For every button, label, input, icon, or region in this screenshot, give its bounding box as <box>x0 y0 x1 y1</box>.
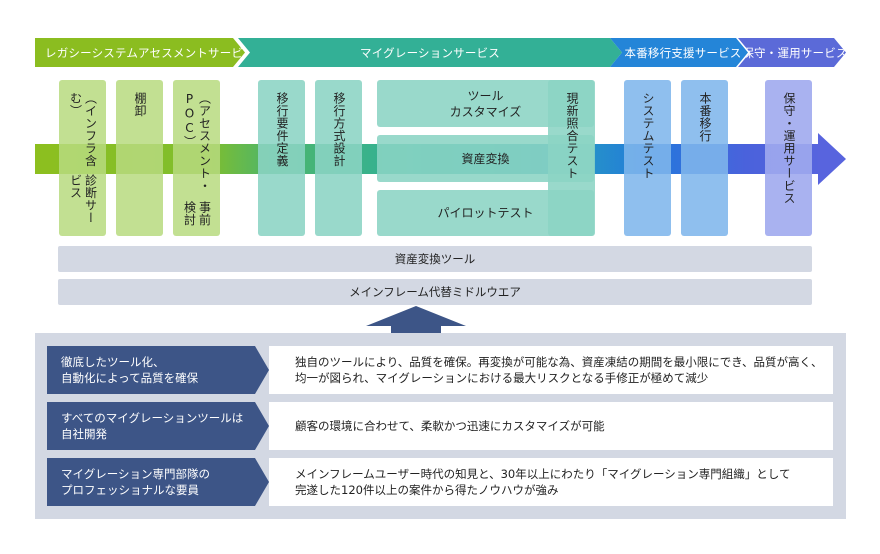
step-sublabel: （インフラ含む） <box>68 92 98 167</box>
step-design: 移行方式設計 <box>315 80 362 236</box>
step-label: カスタマイズ <box>449 104 522 119</box>
step-label: 資産変換 <box>461 151 510 166</box>
step-label: パイロットテスト <box>437 206 534 220</box>
step-maintenance: 保守・運用サービス <box>765 80 812 236</box>
strength-description: 顧客の環境に合わせて、柔軟かつ迅速にカスタマイズが可能 <box>269 402 833 450</box>
phase-label: マイグレーションサービス <box>360 45 500 60</box>
step-pre-study: 事前検討 （アセスメント・POC） <box>173 80 220 236</box>
step-requirements: 移行要件定義 <box>258 80 305 236</box>
strength-title: 徹底したツール化、 自動化によって品質を確保 <box>47 346 269 394</box>
tool-label: 資産変換ツール <box>394 252 476 266</box>
tool-mainframe-middleware: メインフレーム代替ミドルウエア <box>58 279 812 305</box>
step-label: システムテスト <box>641 92 655 180</box>
phase-legacy-assessment: レガシーシステムアセスメントサービス <box>35 38 245 67</box>
phase-label: 保守・運用サービス <box>742 45 848 60</box>
process-flow-arrow-head <box>818 133 846 185</box>
strengths-panel: 徹底したツール化、 自動化によって品質を確保 独自のツールにより、品質を確保。再… <box>35 333 846 519</box>
step-inventory: 棚卸 <box>116 80 163 236</box>
phase-migration: マイグレーションサービス <box>238 38 622 67</box>
step-label: 保守・運用サービス <box>782 92 796 205</box>
phase-label: レガシーシステムアセスメントサービス <box>45 45 255 60</box>
step-system-test: システムテスト <box>624 80 671 236</box>
step-diagnosis: 診断サービス （インフラ含む） <box>59 80 106 236</box>
step-label: 移行要件定義 <box>275 92 289 167</box>
step-label: 現新照合テスト <box>565 92 579 180</box>
strength-row: マイグレーション専門部隊の プロフェッショナルな要員 メインフレームユーザー時代… <box>47 458 833 506</box>
step-label: 事前検討 <box>182 201 212 227</box>
phase-production-cutover: 本番移行支援サービス <box>610 38 748 67</box>
tool-asset-conversion: 資産変換ツール <box>58 246 812 272</box>
step-comparison-test: 現新照合テスト <box>548 80 595 236</box>
phase-label: 本番移行支援サービス <box>624 45 742 60</box>
step-label: 棚卸 <box>133 92 147 117</box>
step-label: 本番移行 <box>698 92 712 142</box>
strength-title: マイグレーション専門部隊の プロフェッショナルな要員 <box>47 458 269 506</box>
strength-description: 独自のツールにより、品質を確保。再変換が可能な為、資産凍結の期間を最小限にでき、… <box>269 346 833 394</box>
strength-row: 徹底したツール化、 自動化によって品質を確保 独自のツールにより、品質を確保。再… <box>47 346 833 394</box>
step-sublabel: （アセスメント・POC） <box>182 92 212 192</box>
step-production-migration: 本番移行 <box>681 80 728 236</box>
step-label: ツール <box>467 88 504 103</box>
step-label: 移行方式設計 <box>332 92 346 167</box>
strength-description: メインフレームユーザー時代の知見と、30年以上にわたり「マイグレーション専門組織… <box>269 458 833 506</box>
up-arrow-icon <box>366 306 466 334</box>
strength-title: すべてのマイグレーションツールは 自社開発 <box>47 402 269 450</box>
step-label: 診断サービス <box>68 174 98 225</box>
phase-maintenance-ops: 保守・運用サービス <box>738 38 846 67</box>
strength-row: すべてのマイグレーションツールは 自社開発 顧客の環境に合わせて、柔軟かつ迅速に… <box>47 402 833 450</box>
tool-label: メインフレーム代替ミドルウエア <box>349 285 521 299</box>
